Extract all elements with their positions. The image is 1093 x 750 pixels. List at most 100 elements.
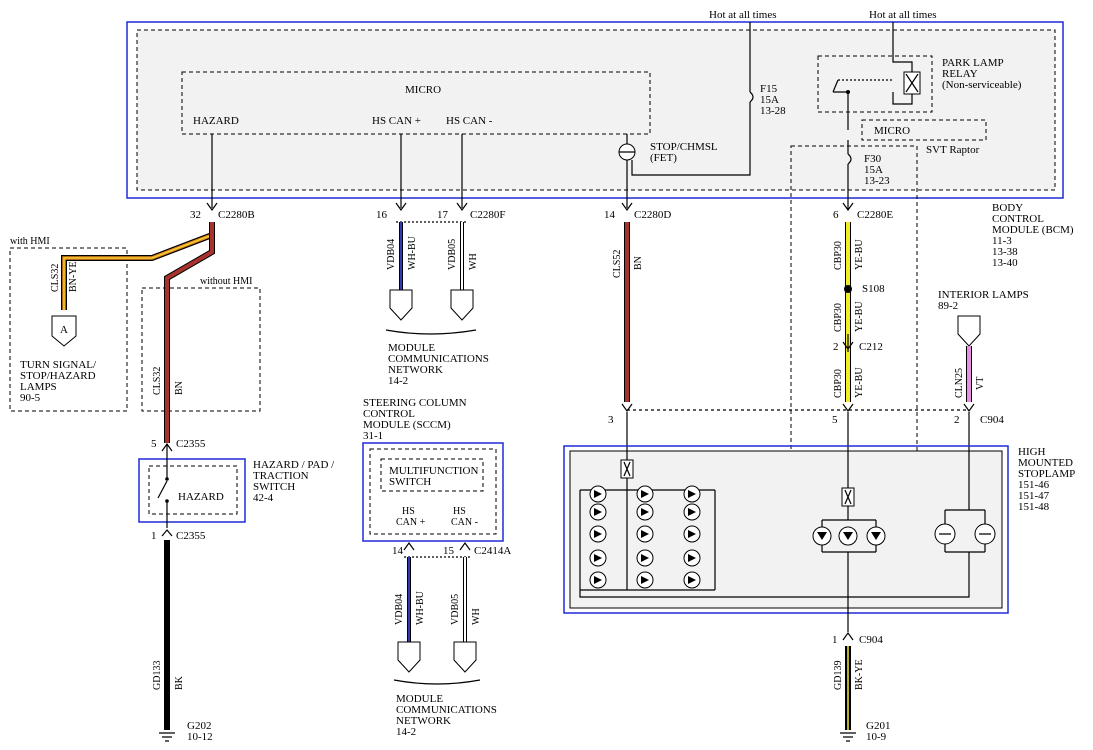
svg-text:COMMUNICATIONS: COMMUNICATIONS	[388, 353, 489, 365]
vdb04-color: WH-BU	[407, 235, 418, 270]
svg-text:13-40: 13-40	[992, 257, 1018, 269]
ground-g202-icon	[159, 732, 175, 742]
c2414a-name: C2414A	[474, 545, 511, 557]
without-hmi-region	[141, 287, 261, 412]
c2280b-pin: 32	[190, 209, 201, 221]
svg-text:90-5: 90-5	[20, 392, 41, 404]
svg-text:15A: 15A	[864, 164, 883, 176]
svg-text:STOPLAMP: STOPLAMP	[1018, 468, 1075, 480]
cbp30-color-2: YE-BU	[854, 301, 865, 332]
connector-a-label: A	[60, 324, 68, 336]
c2280d-name: C2280D	[634, 209, 671, 221]
svg-text:MOUNTED: MOUNTED	[1018, 457, 1073, 469]
cls32-hmi-color: BN-YE	[68, 261, 79, 292]
cbp30-color-3: YE-BU	[854, 367, 865, 398]
svg-text:151-48: 151-48	[1018, 501, 1050, 513]
connector-c2280f-mark	[395, 202, 468, 212]
hs-can-minus-label: HS CAN -	[446, 115, 493, 127]
micro-label: MICRO	[405, 84, 441, 96]
hazard-switch-outline	[138, 458, 246, 523]
interior-lamps-connector	[957, 315, 981, 347]
c904-top-pin-right: 2	[954, 414, 960, 426]
svg-text:MODULE: MODULE	[388, 342, 435, 354]
svg-text:SWITCH: SWITCH	[253, 481, 295, 493]
cls52-color: BN	[633, 256, 644, 270]
sccm-label: STEERING COLUMN CONTROL MODULE (SCCM) 31…	[363, 397, 467, 442]
connector-c904-bottom-mark	[842, 631, 854, 641]
c2355-top-name: C2355	[176, 438, 206, 450]
c2355-bottom-pin: 1	[151, 530, 157, 542]
svg-text:(Non-serviceable): (Non-serviceable)	[942, 79, 1022, 91]
svg-text:11-3: 11-3	[992, 235, 1012, 247]
svg-text:INTERIOR LAMPS: INTERIOR LAMPS	[938, 289, 1029, 301]
without-hmi-label: without HMI	[200, 276, 253, 287]
svg-text:PARK LAMP: PARK LAMP	[942, 57, 1004, 69]
svg-text:13-38: 13-38	[992, 246, 1018, 258]
c904-top-pin-mid: 5	[832, 414, 838, 426]
svg-text:LAMPS: LAMPS	[20, 381, 57, 393]
led-diode-symbols	[594, 490, 696, 584]
svg-text:TURN SIGNAL/: TURN SIGNAL/	[20, 359, 97, 371]
connector-c2280b-mark	[206, 202, 218, 212]
c904-top-pin-left: 3	[608, 414, 614, 426]
cls52-circuit: CLS52	[612, 250, 623, 278]
c2355-top-pin: 5	[151, 438, 157, 450]
hot-at-all-times-right: Hot at all times	[869, 9, 937, 21]
svg-text:NETWORK: NETWORK	[388, 364, 443, 376]
cls32-color: BN	[174, 381, 185, 395]
svg-text:CONTROL: CONTROL	[363, 408, 415, 420]
hazard-switch-icon	[157, 480, 168, 499]
c2280e-pin: 6	[833, 209, 839, 221]
svg-text:MODULE: MODULE	[396, 693, 443, 705]
f30-fuse-icon	[847, 153, 852, 165]
svg-text:NETWORK: NETWORK	[396, 715, 451, 727]
f30-label: F30 15A 13-23	[864, 153, 890, 187]
svg-text:STEERING COLUMN: STEERING COLUMN	[363, 397, 467, 409]
gd139-circuit: GD139	[833, 661, 844, 690]
g202-label: G202	[187, 720, 211, 732]
c212-pin: 2	[833, 341, 839, 353]
cln25-color: VT	[975, 377, 986, 390]
vdb04-circuit: VDB04	[386, 239, 397, 270]
svg-text:151-47: 151-47	[1018, 490, 1050, 502]
connector-c2280d-mark	[621, 202, 633, 212]
stop-fet-label-1: STOP/CHMSL	[650, 141, 718, 153]
g202-ref: 10-12	[187, 731, 213, 743]
ground-g201-icon	[840, 732, 856, 742]
splice-s108	[844, 285, 852, 293]
c212-name: C212	[859, 341, 883, 353]
svg-text:15A: 15A	[760, 94, 779, 106]
c2280f-name: C2280F	[470, 209, 505, 221]
connector-c2355-bottom-mark	[161, 529, 173, 537]
c2414a-pin-1: 14	[392, 545, 404, 557]
vdb05b-color: WH	[471, 608, 482, 625]
gd133-color: BK	[174, 675, 185, 690]
svg-text:HAZARD / PAD /: HAZARD / PAD /	[253, 459, 335, 471]
c2280e-name: C2280E	[857, 209, 893, 221]
cbp30-color-1: YE-BU	[854, 239, 865, 270]
svg-text:TRACTION: TRACTION	[253, 470, 309, 482]
c904-top-name: C904	[980, 414, 1004, 426]
svg-text:151-46: 151-46	[1018, 479, 1050, 491]
g201-label: G201	[866, 720, 890, 732]
vdb04b-color: WH-BU	[415, 590, 426, 625]
chmsl-outline	[563, 445, 1009, 614]
with-hmi-region	[9, 247, 128, 412]
relay-micro-label: MICRO	[874, 125, 910, 137]
svg-text:14-2: 14-2	[396, 726, 416, 738]
mcn-bottom-connector-1	[397, 641, 421, 673]
svg-text:HIGH: HIGH	[1018, 446, 1046, 458]
cln25-circuit: CLN25	[954, 368, 965, 398]
mcn-top-connector-1	[389, 289, 413, 321]
c2280f-pin-2: 17	[437, 209, 449, 221]
connector-c2414a-mark	[403, 541, 471, 551]
svg-text:MODULE (SCCM): MODULE (SCCM)	[363, 419, 451, 431]
micro-box	[181, 71, 651, 135]
svg-text:13-28: 13-28	[760, 105, 786, 117]
svg-text:RELAY: RELAY	[942, 68, 978, 80]
vdb05-color: WH	[468, 253, 479, 270]
hazard-output-label: HAZARD	[193, 115, 239, 127]
connector-c2280e-mark	[842, 202, 854, 212]
c2280f-pin-1: 16	[376, 209, 388, 221]
with-hmi-label: with HMI	[10, 236, 50, 247]
